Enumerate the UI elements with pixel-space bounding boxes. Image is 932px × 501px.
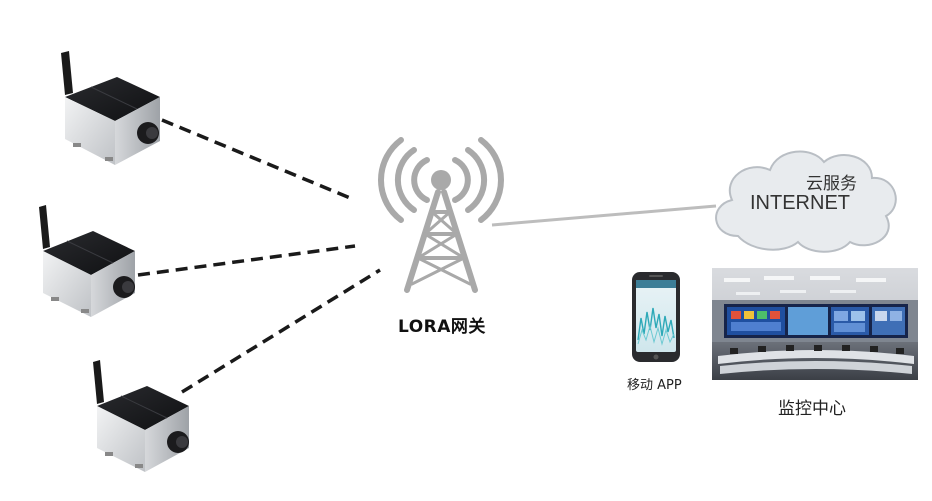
link-sensor-2 (138, 246, 355, 275)
sensor-device-icon (61, 51, 160, 165)
link-gateway-cloud (492, 206, 716, 225)
sensor-device-icon (93, 360, 189, 472)
radio-tower-icon (381, 140, 501, 290)
monitor-center-label: 监控中心 (778, 394, 846, 419)
link-sensor-3 (182, 270, 380, 392)
control-room-icon (712, 268, 918, 380)
link-sensor-1 (162, 120, 355, 200)
mobile-app-label: 移动 APP (627, 374, 682, 393)
cloud-service-label: 云服务 (806, 169, 857, 194)
sensor-device-icon (39, 205, 135, 317)
smartphone-icon (632, 272, 680, 362)
internet-label: INTERNET (750, 192, 850, 215)
gateway-label: LORA网关 (398, 312, 486, 337)
